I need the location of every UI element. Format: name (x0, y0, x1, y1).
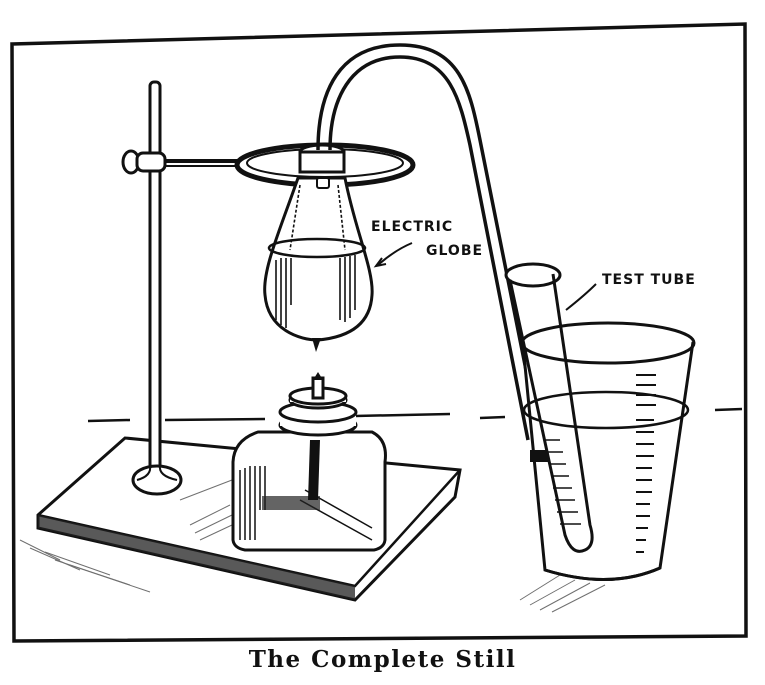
beaker (519, 321, 696, 613)
alcohol-lamp (179, 372, 387, 552)
table-edge-lines (87, 407, 743, 423)
test-tube-label: TEST TUBE (602, 272, 696, 288)
illustration-frame: ELECTRIC GLOBE TEST TUBE (10, 22, 748, 643)
figure-caption: The Complete Still (248, 646, 517, 673)
electric-globe-label-line1: ELECTRIC (371, 219, 454, 235)
ring-stand (121, 80, 238, 496)
electric-globe-label-line2: GLOBE (426, 243, 484, 259)
frame-border (10, 22, 748, 643)
test-tube (504, 262, 594, 553)
label-leaders (373, 242, 597, 311)
electric-globe-flask (263, 143, 374, 352)
delivery-tube (316, 43, 542, 441)
